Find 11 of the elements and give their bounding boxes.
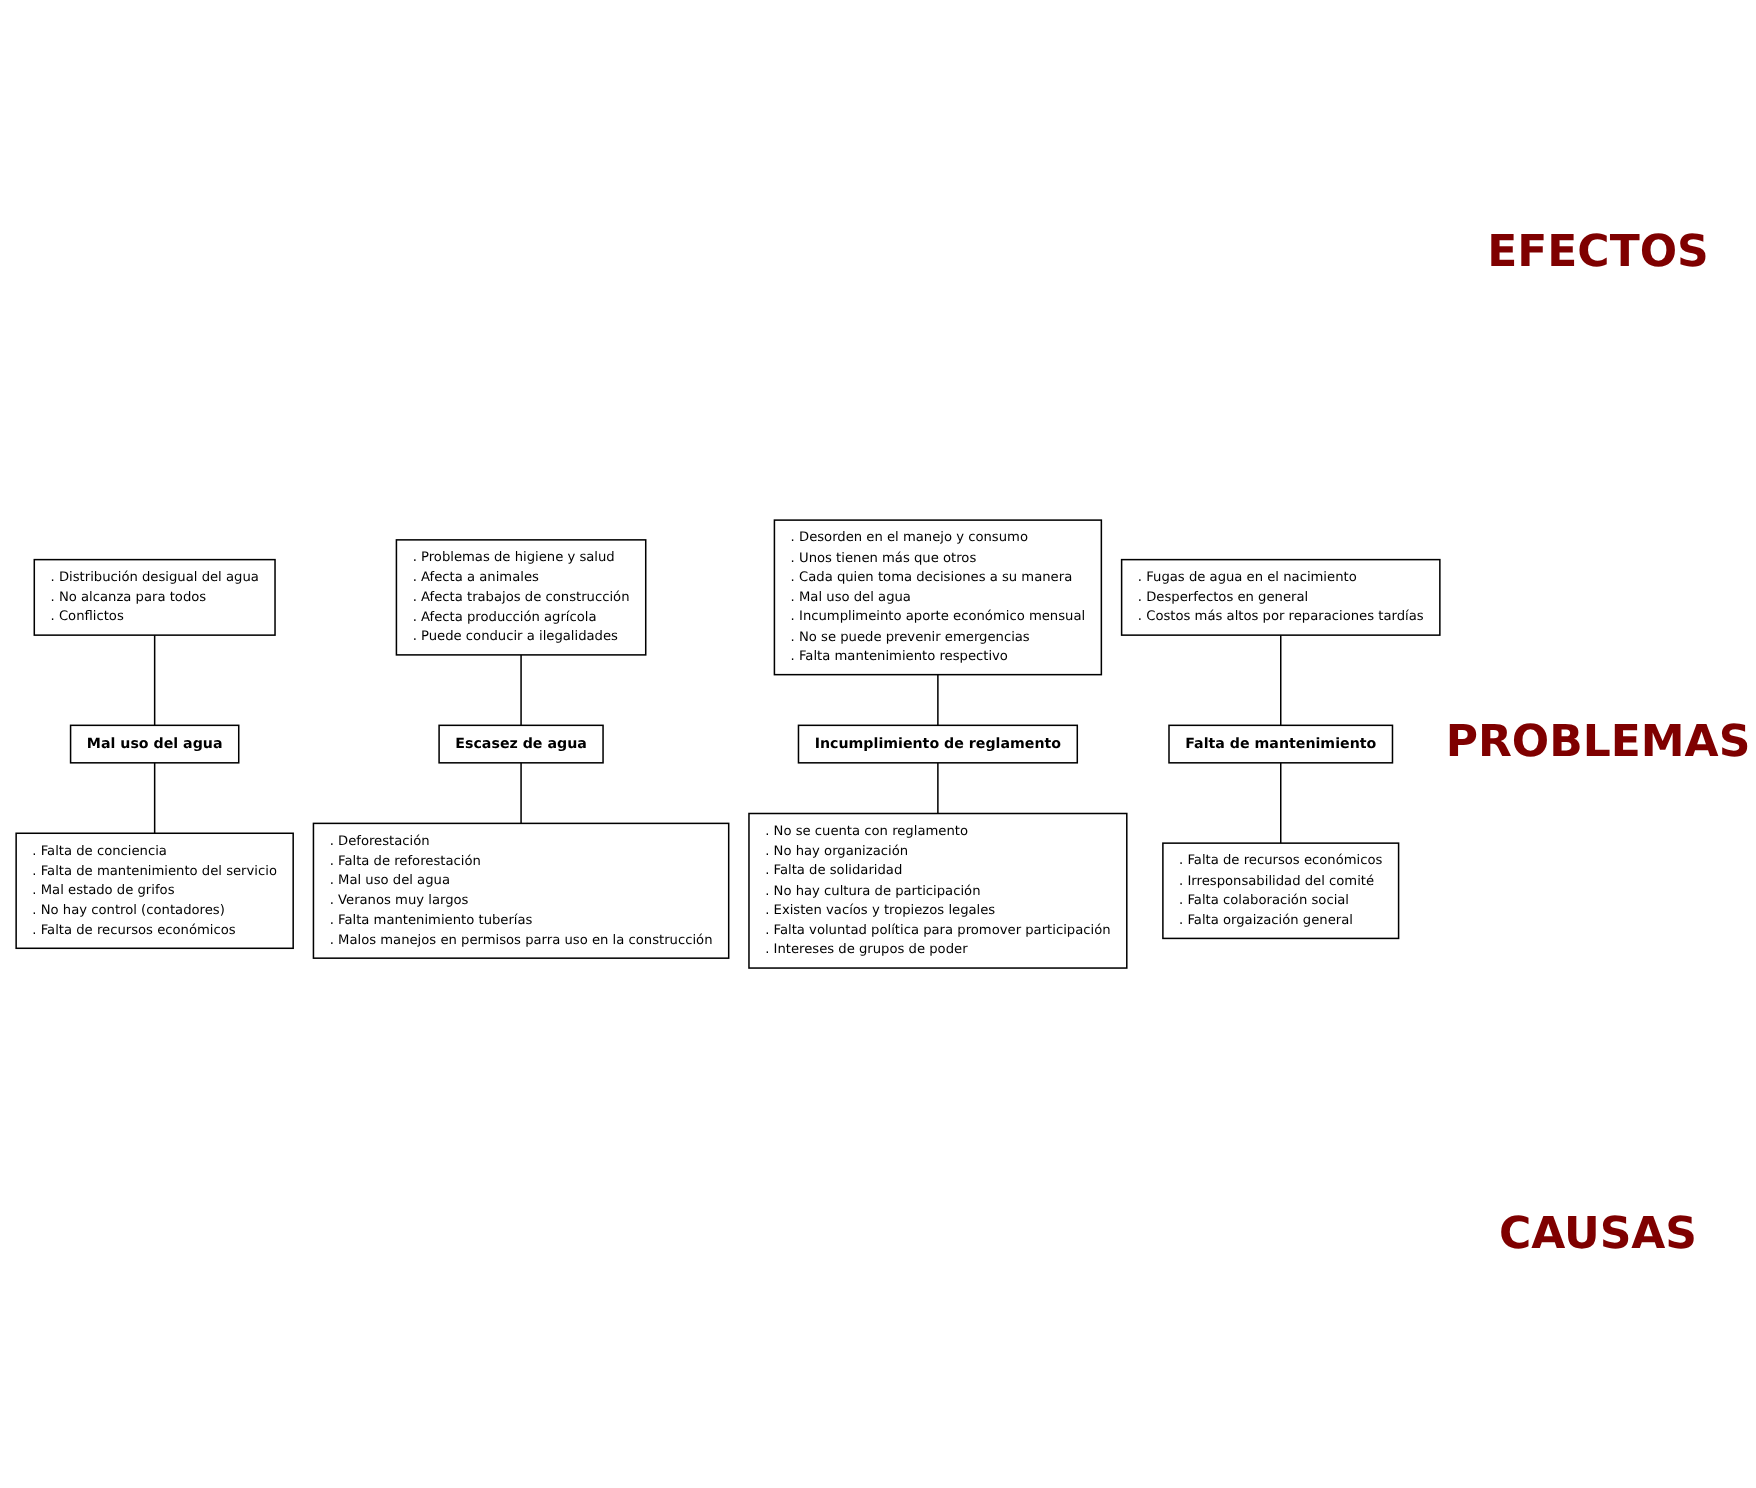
connector — [1280, 634, 1282, 726]
connector — [937, 673, 939, 726]
section-heading: PROBLEMAS — [1445, 718, 1751, 769]
connector — [153, 634, 156, 726]
section-heading: CAUSAS — [1498, 1209, 1698, 1260]
connector — [937, 761, 939, 815]
connector — [1280, 761, 1282, 844]
section-heading: EFECTOS — [1487, 228, 1709, 279]
connector — [520, 654, 522, 726]
connector — [520, 761, 522, 825]
connector — [153, 761, 156, 834]
